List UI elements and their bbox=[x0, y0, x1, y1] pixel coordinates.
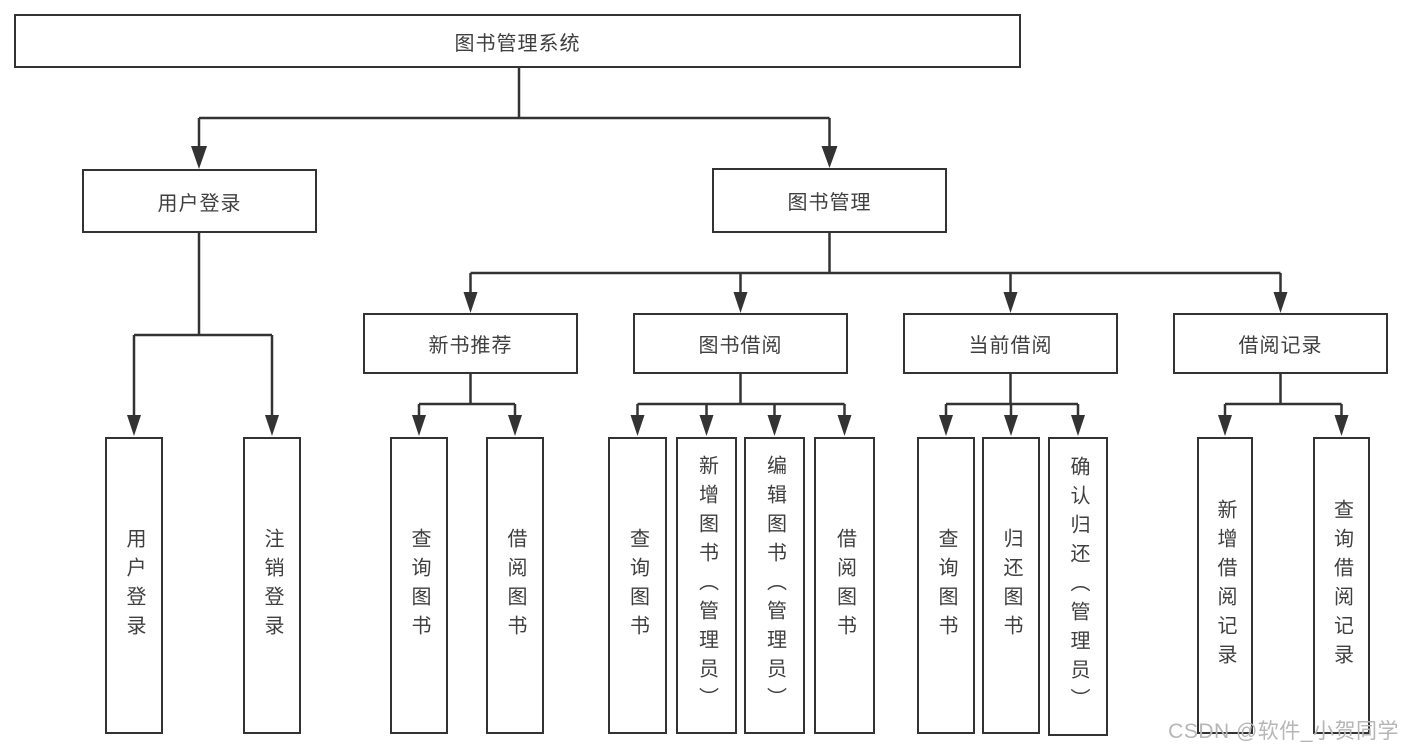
leaf-add-books-admin: 新增图书（管理员） bbox=[676, 437, 737, 734]
leaf-confirm-return-admin: 确认归还（管理员） bbox=[1048, 437, 1108, 736]
leaf-user-login: 用户登录 bbox=[105, 437, 163, 734]
leaf-query-books-3: 查询图书 bbox=[917, 437, 975, 734]
node-library-system-label: 图书管理系统 bbox=[454, 32, 581, 55]
node-book-borrow: 图书借阅 bbox=[633, 313, 848, 374]
leaf-edit-books-admin: 编辑图书（管理员） bbox=[744, 437, 805, 734]
node-user-login: 用户登录 bbox=[82, 169, 317, 233]
leaf-query-borrow-record: 查询借阅记录 bbox=[1313, 437, 1370, 734]
node-borrow-records-label: 借阅记录 bbox=[1238, 335, 1323, 357]
leaf-query-books-1: 查询图书 bbox=[390, 437, 448, 734]
node-borrow-records: 借阅记录 bbox=[1173, 313, 1388, 374]
csdn-watermark: CSDN @软件_小贺同学 bbox=[1168, 720, 1399, 743]
leaf-user-login-label: 用户登录 bbox=[123, 527, 145, 644]
leaf-query-books-2: 查询图书 bbox=[608, 437, 667, 734]
leaf-borrow-books-1-label: 借阅图书 bbox=[504, 527, 526, 644]
node-current-borrow-label: 当前借阅 bbox=[968, 335, 1053, 357]
leaf-return-books: 归还图书 bbox=[982, 437, 1040, 734]
leaf-query-books-2-label: 查询图书 bbox=[626, 527, 649, 644]
node-user-login-label: 用户登录 bbox=[157, 192, 242, 215]
leaf-logout: 注销登录 bbox=[243, 437, 301, 734]
leaf-borrow-books-2-label: 借阅图书 bbox=[833, 527, 856, 644]
leaf-logout-label: 注销登录 bbox=[261, 527, 283, 644]
leaf-confirm-return-admin-label: 确认归还（管理员） bbox=[1067, 456, 1089, 717]
leaf-return-books-label: 归还图书 bbox=[1000, 527, 1022, 644]
leaf-query-books-1-label: 查询图书 bbox=[408, 527, 430, 644]
leaf-add-borrow-record-label: 新增借阅记录 bbox=[1214, 498, 1236, 673]
node-current-borrow: 当前借阅 bbox=[903, 313, 1118, 374]
leaf-add-books-admin-label: 新增图书（管理员） bbox=[695, 455, 718, 716]
leaf-query-borrow-record-label: 查询借阅记录 bbox=[1330, 498, 1353, 673]
leaf-query-books-3-label: 查询图书 bbox=[935, 527, 957, 644]
leaf-edit-books-admin-label: 编辑图书（管理员） bbox=[763, 455, 786, 716]
node-new-book-recommend: 新书推荐 bbox=[363, 313, 578, 374]
node-book-borrow-label: 图书借阅 bbox=[698, 335, 783, 357]
node-library-system: 图书管理系统 bbox=[14, 14, 1021, 68]
leaf-borrow-books-2: 借阅图书 bbox=[814, 437, 875, 734]
node-book-management-label: 图书管理 bbox=[787, 192, 872, 214]
node-new-book-recommend-label: 新书推荐 bbox=[428, 335, 513, 357]
leaf-add-borrow-record: 新增借阅记录 bbox=[1197, 437, 1253, 734]
leaf-borrow-books-1: 借阅图书 bbox=[486, 437, 544, 734]
node-book-management: 图书管理 bbox=[712, 168, 947, 233]
